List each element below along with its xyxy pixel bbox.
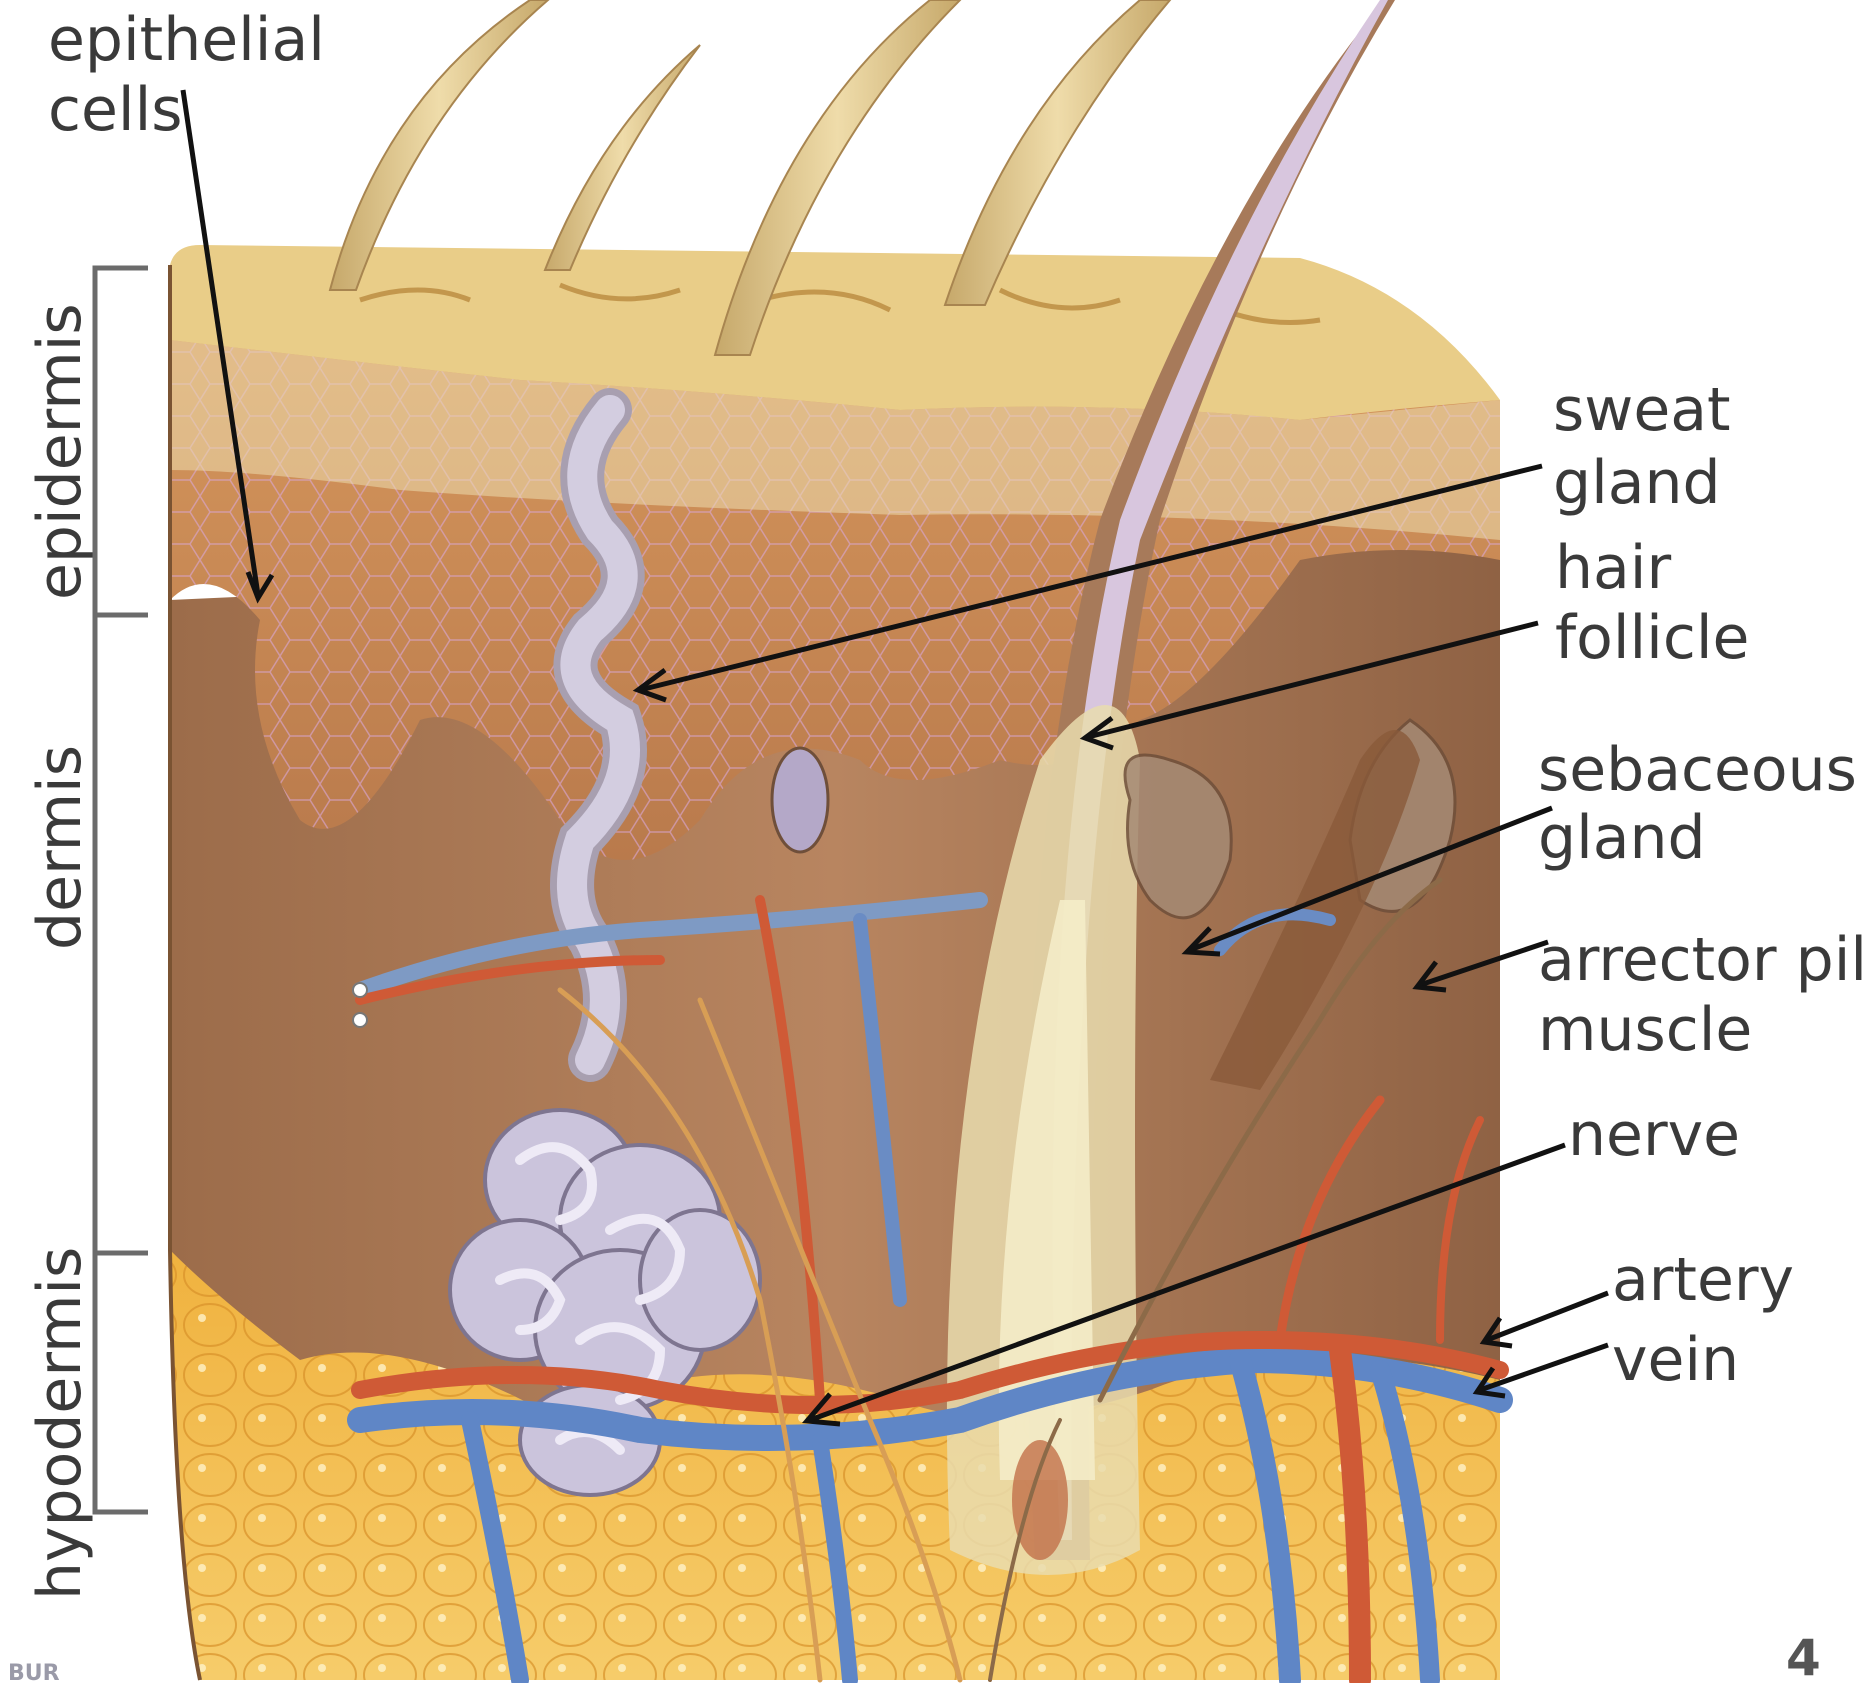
label-dermis: dermis <box>25 745 95 950</box>
label-sweat-line2: gland <box>1553 448 1721 518</box>
label-vein: vein <box>1612 1325 1739 1395</box>
label-arrector-line1: arrector pili <box>1538 925 1872 995</box>
label-artery: artery <box>1612 1245 1794 1315</box>
label-hypodermis: hypodermis <box>25 1247 95 1600</box>
label-epidermis: epidermis <box>25 303 95 600</box>
label-hair-line2: follicle <box>1555 603 1749 673</box>
image-credit: BUR <box>8 1661 60 1683</box>
label-sebaceous-line1: sebaceous <box>1538 735 1857 805</box>
label-sebaceous-line2: gland <box>1538 803 1706 873</box>
page-number: 4 <box>1786 1629 1821 1683</box>
layer-brackets <box>95 268 148 1512</box>
label-hair-line1: hair <box>1555 533 1671 603</box>
label-sweat-line1: sweat <box>1553 375 1731 445</box>
label-nerve: nerve <box>1568 1100 1740 1170</box>
label-epithelial-line1: epithelial <box>48 5 325 75</box>
label-epithelial-line2: cells <box>48 75 183 145</box>
label-arrector-line2: muscle <box>1538 995 1752 1065</box>
